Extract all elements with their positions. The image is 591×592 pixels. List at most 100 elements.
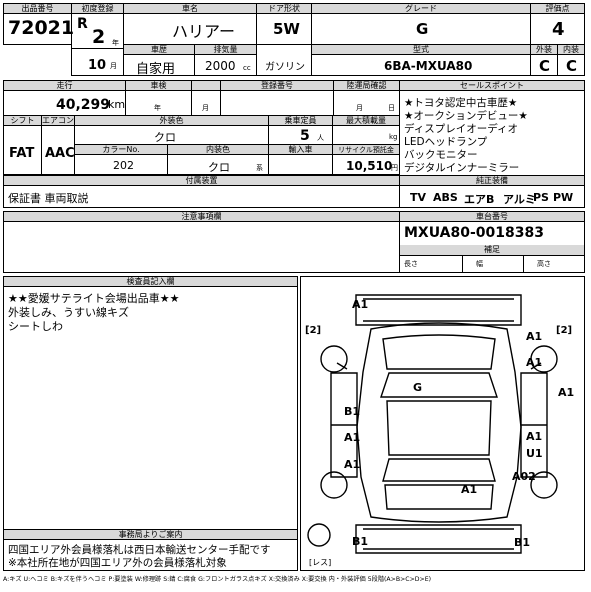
lot-number: 72021 bbox=[8, 17, 75, 39]
damage-mark: B1 bbox=[514, 536, 531, 549]
displacement-unit: cc bbox=[243, 64, 251, 72]
equipment-pw: PW bbox=[553, 191, 574, 204]
legend: A:キズ U:ヘコミ B:キズを伴うヘコミ P:要塗装 W:修理跡 S:錆 C:… bbox=[3, 576, 432, 583]
import-cell: 輸入車 bbox=[268, 144, 333, 175]
capacity-cell: 乗車定員 5 人 bbox=[268, 115, 333, 145]
ac-cell: エアコン AAC bbox=[41, 115, 75, 175]
damage-mark: A1 bbox=[461, 483, 478, 496]
interior-color-label: 内装色 bbox=[168, 145, 268, 155]
score: 4 bbox=[552, 19, 565, 40]
fuel-cell: ガソリン bbox=[256, 44, 312, 76]
era-mark: R bbox=[77, 16, 88, 32]
ac: AAC bbox=[45, 146, 75, 161]
interior-color-suffix: 系 bbox=[256, 164, 263, 172]
transport-check-cell: 陸運局確認 月 日 bbox=[333, 80, 400, 116]
damage-mark: A02 bbox=[512, 470, 536, 483]
grade-cell: グレード G bbox=[311, 3, 531, 45]
max-load-unit: kg bbox=[389, 133, 398, 141]
sales-point-item: ★オークションデビュー★ bbox=[404, 110, 528, 122]
car-name: ハリアー bbox=[172, 22, 236, 41]
exterior-color-cell: 外装色 クロ bbox=[74, 115, 269, 145]
damage-mark: A1 bbox=[526, 356, 543, 369]
lot-number-cell: 出品番号 72021 bbox=[3, 3, 75, 45]
door-type-label: ドア形状 bbox=[257, 4, 311, 14]
sales-point-item: デジタルインナーミラー bbox=[404, 162, 520, 174]
shift: FAT bbox=[9, 146, 35, 161]
grade: G bbox=[416, 20, 429, 38]
mileage: 40,299 bbox=[56, 97, 111, 113]
month-unit: 月 bbox=[110, 62, 117, 70]
shift-cell: シフト FAT bbox=[3, 115, 42, 175]
damage-mark: A1 bbox=[344, 431, 361, 444]
usage-cell: 車歴 自家用 bbox=[123, 44, 195, 77]
car-name-cell: 車名 ハリアー bbox=[123, 3, 257, 45]
capacity-label: 乗車定員 bbox=[269, 116, 332, 126]
accessories-cell: 付属装置 保証書 車両取説 bbox=[3, 175, 400, 208]
sales-point-item: LEDヘッドランプ bbox=[404, 136, 488, 148]
lot-number-label: 出品番号 bbox=[4, 4, 71, 14]
score-cell: 評価点 4 bbox=[530, 3, 585, 45]
mileage-label: 走行 bbox=[4, 81, 125, 91]
equipment-panel: 純正装備 TV ABS エアB アルミ PS PW bbox=[399, 175, 585, 208]
notes-label: 注意事項欄 bbox=[4, 212, 399, 222]
shift-label: シフト bbox=[4, 116, 41, 126]
exterior-grade-cell: 外装 C bbox=[530, 44, 558, 76]
equipment-tv: TV bbox=[410, 191, 427, 204]
model-cell: 型式 6BA-MXUA80 bbox=[311, 44, 531, 76]
chassis-panel: 車台番号 MXUA80-0018383 補足 長さ 幅 高さ bbox=[399, 211, 585, 273]
sales-point-item: ディスプレイオーディオ bbox=[404, 123, 519, 135]
usage-label: 車歴 bbox=[124, 45, 194, 55]
until-month: 月 bbox=[356, 104, 363, 112]
color-number-cell: カラーNo. 202 bbox=[74, 144, 168, 175]
inspection-month-cell: 月 bbox=[191, 80, 221, 116]
inspector-notes-panel: 検査員記入欄 ★★愛媛サテライト会場出品車★★ 外装しみ、うすい線キズ シートし… bbox=[3, 276, 298, 530]
exterior-color-label: 外装色 bbox=[75, 116, 268, 126]
damage-mark: B1 bbox=[352, 535, 369, 548]
interior-grade-label: 内装 bbox=[558, 45, 584, 55]
interior-grade-cell: 内装 C bbox=[557, 44, 585, 76]
grade-label: グレード bbox=[312, 4, 530, 14]
inspection-label: 車検 bbox=[126, 81, 191, 91]
color-number-label: カラーNo. bbox=[75, 145, 167, 155]
mileage-unit: km bbox=[108, 98, 126, 111]
notes-cell: 注意事項欄 bbox=[3, 211, 400, 273]
documents: 保証書 車両取説 bbox=[8, 192, 89, 205]
sales-point-item: ★トヨタ認定中古車歴★ bbox=[404, 97, 518, 109]
interior-grade: C bbox=[566, 57, 578, 75]
ac-label: エアコン bbox=[42, 116, 74, 126]
year-unit: 年 bbox=[112, 39, 119, 47]
fuel: ガソリン bbox=[265, 62, 305, 73]
inspection-month-unit: 月 bbox=[202, 104, 209, 112]
equipment-abs: ABS bbox=[433, 191, 458, 204]
exterior-grade: C bbox=[539, 57, 551, 75]
first-registration-label: 初度登録 bbox=[72, 4, 123, 14]
damage-mark: A1 bbox=[352, 298, 369, 311]
office-notes-panel: 事務局よりご案内 四国エリア外会員様落札は西日本輸送センター手配です ※本社所在… bbox=[3, 529, 298, 571]
car-outline-icon bbox=[307, 294, 558, 554]
damage-mark: A1 bbox=[526, 330, 543, 343]
damage-mark: [2] bbox=[556, 325, 573, 336]
mileage-cell: 走行 40,299 km bbox=[3, 80, 126, 116]
recycle-unit: 円 bbox=[391, 164, 398, 172]
sales-points-label: セールスポイント bbox=[400, 81, 584, 91]
registration-month: 10 bbox=[88, 58, 107, 73]
recycle-label: リサイクル預託金 bbox=[333, 145, 399, 155]
inspector-line: ★★愛媛サテライト会場出品車★★ bbox=[8, 292, 180, 305]
chassis-number: MXUA80-0018383 bbox=[404, 225, 544, 241]
inspector-line: シートしわ bbox=[8, 320, 63, 333]
les-label: [レス] bbox=[309, 558, 332, 567]
damage-mark: A1 bbox=[344, 458, 361, 471]
damage-mark: U1 bbox=[526, 447, 543, 460]
door-type: 5W bbox=[273, 20, 300, 38]
exterior-grade-label: 外装 bbox=[531, 45, 557, 55]
interior-color-cell: 内装色 クロ 系 bbox=[167, 144, 269, 175]
equipment-alloy: アルミ bbox=[503, 193, 536, 206]
width-label: 幅 bbox=[476, 260, 483, 268]
color-number: 202 bbox=[113, 159, 134, 172]
first-registration-cell: 初度登録 R 2 年 10 月 bbox=[71, 3, 124, 76]
inspection-year-unit: 年 bbox=[154, 104, 161, 112]
capacity-unit: 人 bbox=[317, 134, 324, 142]
office-notes-label: 事務局よりご案内 bbox=[4, 530, 297, 540]
damage-mark: [2] bbox=[305, 325, 322, 336]
registration-number-cell: 登録番号 bbox=[220, 80, 334, 116]
